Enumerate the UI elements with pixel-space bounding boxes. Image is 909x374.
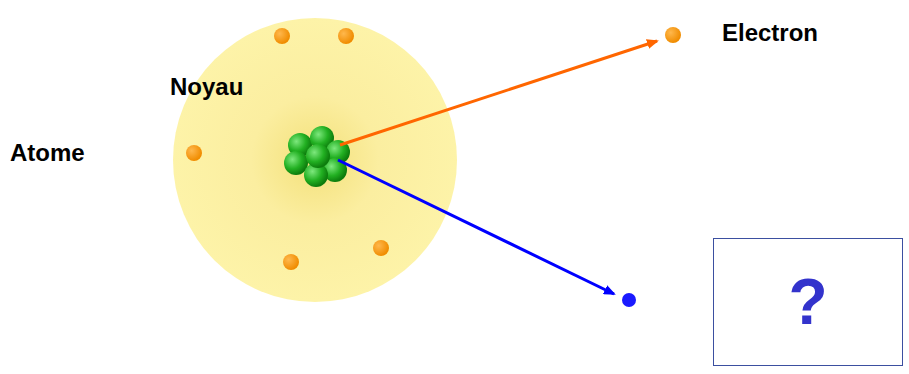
nucleus	[284, 126, 350, 187]
electron-dots	[186, 28, 389, 270]
question-mark: ?	[788, 270, 827, 334]
electron-arrow	[340, 41, 657, 145]
question-box: ?	[713, 238, 903, 366]
nucleus-label: Noyau	[170, 74, 243, 100]
unknown-dot	[622, 293, 636, 307]
atom-label: Atome	[10, 140, 85, 166]
atom-cloud	[173, 18, 457, 302]
unknown-arrow	[338, 160, 614, 294]
electron-label: Electron	[722, 20, 818, 46]
electron-dot	[665, 27, 681, 43]
